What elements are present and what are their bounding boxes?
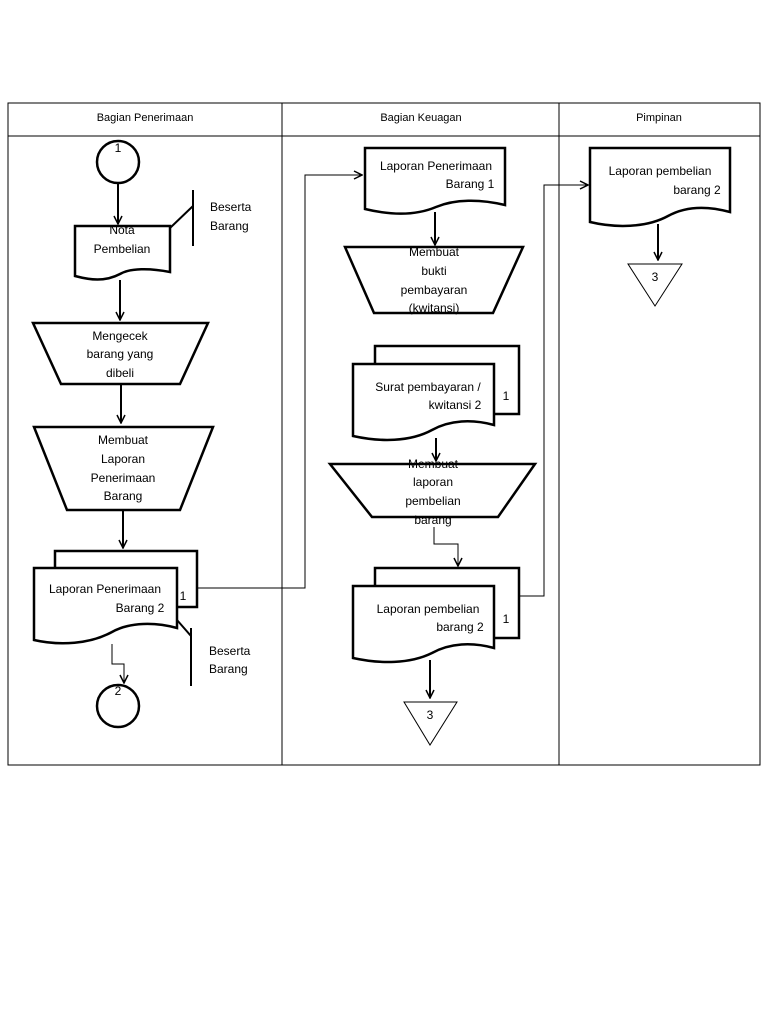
flow-arrow [111, 644, 124, 683]
annotation-barang-2: Barang [209, 662, 248, 676]
mengecek-label-line2: barang yang [87, 347, 154, 361]
pimpinan-laporan-pembelian-document [588, 146, 732, 228]
pimpinan-laporan-line2: barang 2 [673, 183, 721, 197]
membuat-bukti-line1: Membuat [409, 245, 460, 259]
surat-pembayaran-kwitansi-document [351, 362, 496, 442]
membuat-laporan-line4: Barang [104, 489, 143, 503]
membuat-bukti-line3: pembayaran [401, 283, 468, 297]
annotation-connector [176, 619, 192, 637]
laporan-copy-number: 1 [180, 589, 187, 603]
membuat-laporan-pembelian-process [327, 462, 538, 519]
laporan-pembelian-barang-2-document [351, 584, 496, 664]
archive-label: 3 [427, 708, 434, 722]
annotation-beserta-1: Beserta [210, 200, 252, 214]
end-connector-label: 2 [115, 684, 122, 698]
pimpinan-archive-storage [627, 263, 683, 307]
end-connector [95, 683, 141, 729]
swimlane-frame [7, 102, 761, 766]
keuangan-laporan-line2: Barang 1 [446, 177, 495, 191]
flow-arrow [433, 527, 458, 566]
annotation-beserta-2: Beserta [209, 644, 251, 658]
membuat-bukti-pembayaran-process [343, 245, 525, 315]
membuat-laporan-pembelian-line4: barang [414, 513, 451, 527]
lane-pimpinan [558, 102, 761, 766]
archive-offline-storage [403, 701, 458, 746]
nota-label-line2: Pembelian [94, 242, 151, 256]
pimpinan-archive-label: 3 [652, 270, 659, 284]
nota-label-line1: Nota [109, 223, 135, 237]
lane-title-penerimaan: Bagian Penerimaan [97, 112, 194, 124]
cross-lane-arrow [519, 185, 588, 597]
lane-title-pimpinan: Pimpinan [636, 112, 682, 124]
membuat-laporan-pembelian-line1: Membuat [408, 457, 459, 471]
membuat-laporan-line2: Laporan [101, 452, 145, 466]
pimpinan-laporan-line1: Laporan pembelian [609, 164, 712, 178]
laporan-pembelian-line1: Laporan pembelian [377, 602, 480, 616]
membuat-bukti-line4: (kwitansi) [409, 301, 460, 315]
surat-copy-number: 1 [503, 389, 510, 403]
laporan-penerimaan-line1: Laporan Penerimaan [49, 582, 161, 596]
surat-line1: Surat pembayaran / [375, 380, 481, 394]
membuat-laporan-pembelian-line2: laporan [413, 475, 453, 489]
cross-lane-arrow [197, 175, 362, 589]
keuangan-laporan-line1: Laporan Penerimaan [380, 159, 492, 173]
laporan-pembelian-line2: barang 2 [436, 620, 484, 634]
mengecek-barang-process [31, 321, 210, 386]
membuat-bukti-line2: bukti [421, 264, 446, 278]
membuat-laporan-pembelian-line3: pembelian [405, 494, 460, 508]
annotation-connector [169, 205, 194, 229]
laporan-pembelian-copy-number: 1 [503, 612, 510, 626]
surat-line2: kwitansi 2 [429, 398, 482, 412]
nota-pembelian-document [73, 224, 172, 281]
mengecek-label-line1: Mengecek [92, 329, 148, 343]
membuat-laporan-line1: Membuat [98, 433, 149, 447]
mengecek-label-line3: dibeli [106, 366, 134, 380]
laporan-penerimaan-line2: Barang 2 [116, 601, 165, 615]
laporan-penerimaan-barang-2-document [32, 566, 179, 645]
membuat-laporan-line3: Penerimaan [91, 471, 156, 485]
lane-title-keuangan: Bagian Keuagan [380, 112, 461, 124]
membuat-laporan-penerimaan-process [32, 425, 215, 512]
start-connector-label: 1 [115, 141, 122, 155]
annotation-barang-1: Barang [210, 219, 249, 233]
laporan-penerimaan-barang-1-document [363, 146, 507, 215]
